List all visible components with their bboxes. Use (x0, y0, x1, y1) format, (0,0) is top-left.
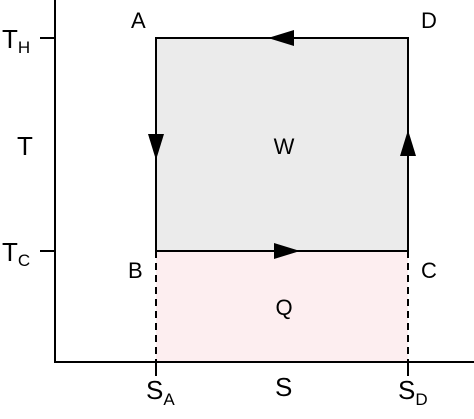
tick-label-sd-main: S (398, 375, 415, 405)
tick-label-sd-sub: D (415, 390, 427, 409)
point-label-b: B (128, 258, 143, 283)
tick-label-sd: SD (398, 375, 428, 409)
tick-label-sa-main: S (146, 375, 163, 405)
work-region (156, 38, 408, 251)
work-label: W (274, 134, 295, 159)
tick-label-th: TH (2, 24, 30, 57)
heat-region (156, 251, 408, 362)
tick-label-tc-main: T (2, 237, 18, 267)
point-label-d: D (421, 8, 437, 33)
tick-label-sa-sub: A (163, 390, 175, 409)
tick-label-th-main: T (2, 24, 18, 54)
tick-label-sa: SA (146, 375, 175, 409)
tick-label-tc: TC (2, 237, 30, 270)
heat-label: Q (275, 295, 292, 320)
arrow-bottom-right-icon (274, 243, 300, 259)
arrow-right-up-icon (400, 130, 416, 156)
x-axis-label: S (275, 372, 292, 402)
point-label-c: C (421, 258, 437, 283)
arrow-top-left-icon (268, 30, 294, 46)
tick-label-th-sub: H (18, 38, 30, 57)
tick-label-tc-sub: C (18, 251, 30, 270)
arrow-left-down-icon (148, 134, 164, 160)
point-label-a: A (131, 8, 146, 33)
y-axis-label: T (17, 131, 33, 161)
